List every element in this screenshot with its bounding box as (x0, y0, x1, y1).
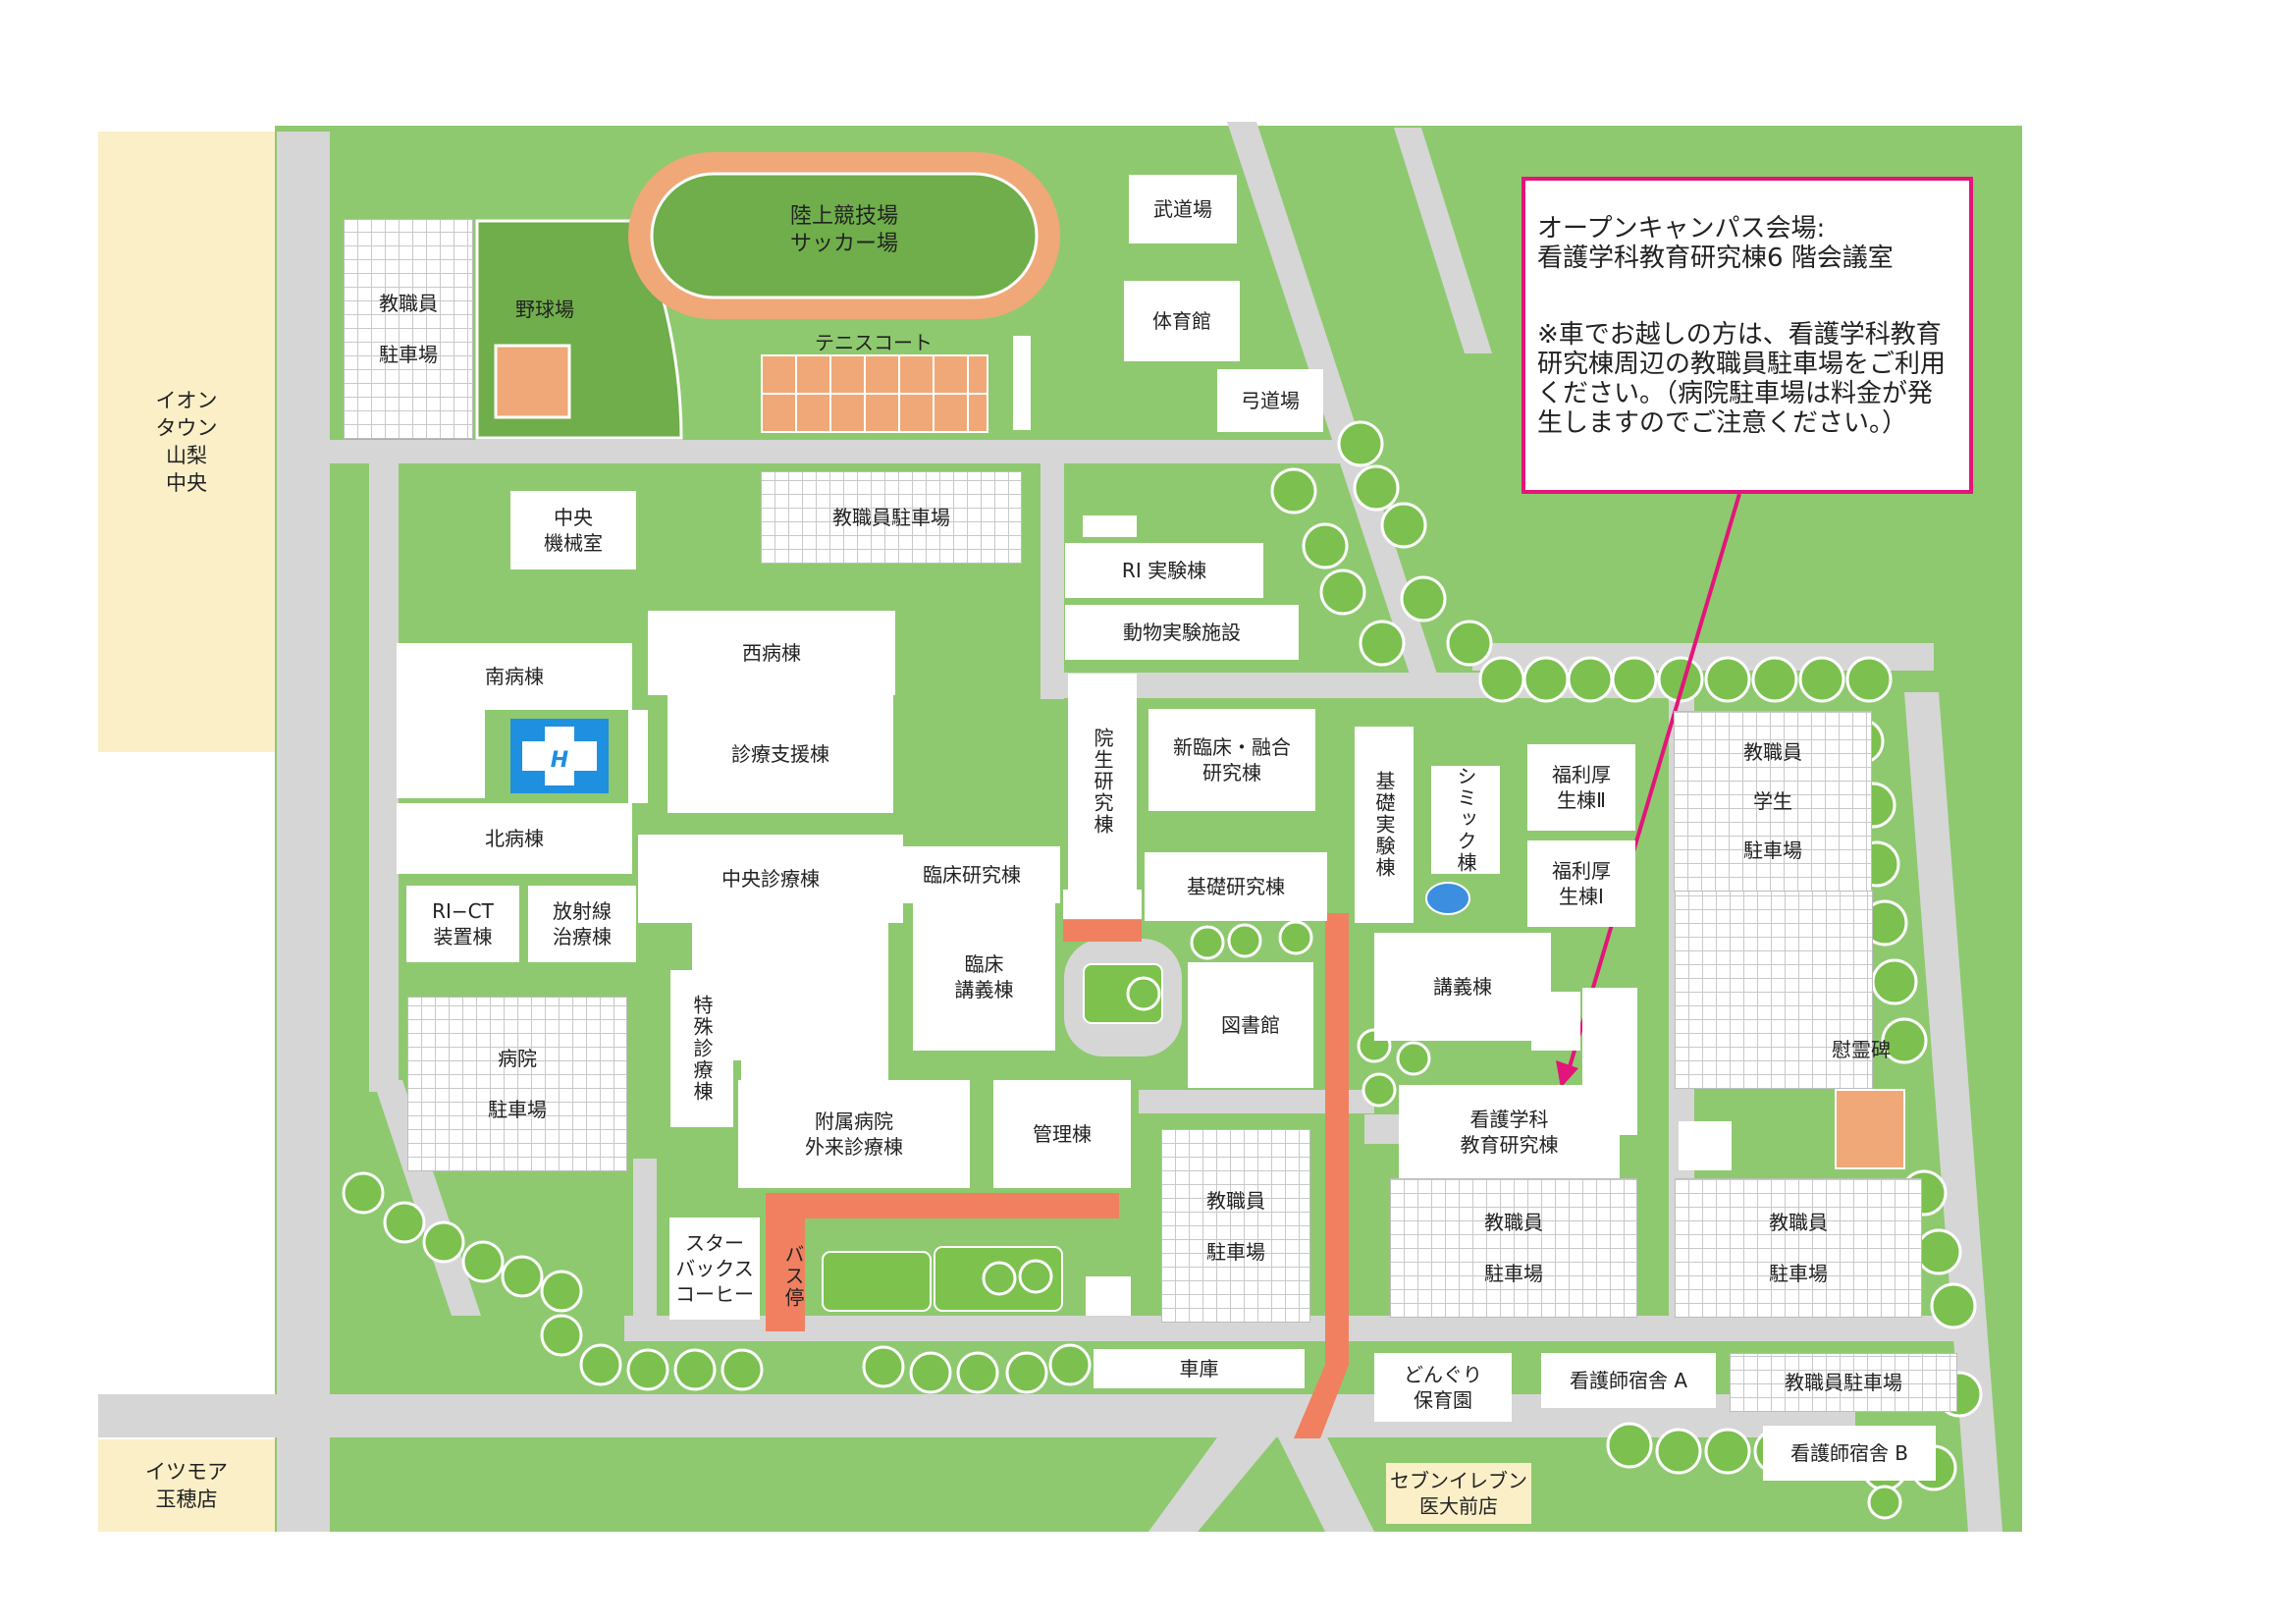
basic-experiment-building: 基礎実験棟 (1355, 727, 1414, 923)
callout-title: オープンキャンパス会場: 看護学科教育研究棟6 階会議室 (1537, 214, 1894, 273)
treatment-support-building: 診療支援棟 (667, 695, 893, 813)
clinical-lecture-building: 臨床 講義棟 (913, 903, 1055, 1051)
parking-staff-nw: 教職員 駐車場 (344, 219, 473, 439)
nursery-building: どんぐり 保育園 (1374, 1353, 1512, 1422)
special-clinic-building: 特殊診療棟 (670, 970, 733, 1127)
track-label: 陸上競技場 サッカー場 (789, 204, 898, 256)
itsumoa-label: イツモア 玉穂店 (98, 1439, 275, 1532)
lecture-wing (1531, 992, 1580, 1051)
bus-stop-label: バス停 (781, 1244, 805, 1309)
nursing-building: 看護学科 教育研究棟 (1399, 1085, 1620, 1178)
parking-staff-se: 教職員 駐車場 (1675, 1178, 1922, 1318)
gym-building: 体育館 (1124, 281, 1240, 361)
garage-building: 車庫 (1094, 1349, 1305, 1388)
lecture-building: 講義棟 (1374, 933, 1551, 1041)
grad-research-building: 院生研究棟 (1068, 674, 1137, 890)
basic-research-building: 基礎研究棟 (1145, 852, 1327, 921)
dorm-b-building: 看護師宿舎 B (1763, 1426, 1936, 1481)
small-building (1013, 336, 1031, 430)
radiation-therapy-building: 放射線 治療棟 (528, 886, 636, 962)
small-south-building (1086, 1276, 1131, 1316)
small-east-building (1679, 1121, 1732, 1170)
tennis-label: テニスコート (815, 331, 933, 354)
grad-connector (1063, 890, 1142, 919)
north-ward-building: 北病棟 (397, 803, 632, 874)
starbucks-building: スター バックス コーヒー (669, 1218, 760, 1320)
welfare-1-building: 福利厚 生棟Ⅰ (1527, 840, 1635, 927)
hospital-core (397, 710, 485, 798)
aeon-town-label: イオン タウン 山梨 中央 (98, 132, 275, 752)
parking-staff-central: 教職員 駐車場 (1161, 1129, 1310, 1323)
parking-staff-south: 教職員駐車場 (1730, 1353, 1957, 1412)
welfare-2-building: 福利厚 生棟Ⅱ (1527, 744, 1635, 831)
memorial-label: 慰霊碑 (1832, 1038, 1891, 1061)
ri-lab-building: RI 実験棟 (1065, 543, 1263, 598)
animal-lab-building: 動物実験施設 (1065, 605, 1299, 660)
parking-east: 教職員 学生 駐車場 (1674, 711, 1872, 892)
parking-staff-north: 教職員駐車場 (761, 471, 1022, 564)
admin-building: 管理棟 (993, 1080, 1131, 1188)
new-clinical-building: 新臨床・融合 研究棟 (1148, 709, 1315, 811)
budo-building: 武道場 (1129, 175, 1237, 244)
ri-ct-building: RI−CT 装置棟 (406, 886, 519, 962)
clinical-research-building: 臨床研究棟 (883, 846, 1060, 903)
baseball-label: 野球場 (515, 298, 574, 321)
dorm-a-building: 看護師宿舎 A (1541, 1353, 1716, 1408)
parking-staff-nursing: 教職員 駐車場 (1390, 1178, 1637, 1318)
central-machine-room: 中央 機械室 (510, 491, 636, 569)
central-clinic-building: 中央診療棟 (638, 835, 903, 923)
seven-eleven-label: セブンイレブン 医大前店 (1386, 1463, 1531, 1524)
parking-east-lower (1675, 891, 1873, 1089)
kyudo-building: 弓道場 (1217, 369, 1323, 432)
library-building: 図書館 (1188, 962, 1313, 1088)
parking-hospital: 病院 駐車場 (407, 997, 627, 1171)
west-ward-building: 西病棟 (648, 611, 895, 695)
south-ward-building: 南病棟 (397, 643, 632, 710)
callout-note: ※車でお越しの方は、看護学科教育 研究棟周辺の教職員駐車場をご利用 ください。（… (1537, 320, 1947, 438)
small-north-building (1083, 515, 1137, 537)
open-campus-callout: オープンキャンパス会場: 看護学科教育研究棟6 階会議室 ※車でお越しの方は、看… (1522, 177, 1973, 494)
outpatient-building: 附属病院 外来診療棟 (738, 1080, 970, 1188)
simic-building: シミック棟 (1431, 766, 1500, 874)
svg-text:H: H (551, 748, 568, 773)
hospital-core-right (628, 710, 648, 803)
